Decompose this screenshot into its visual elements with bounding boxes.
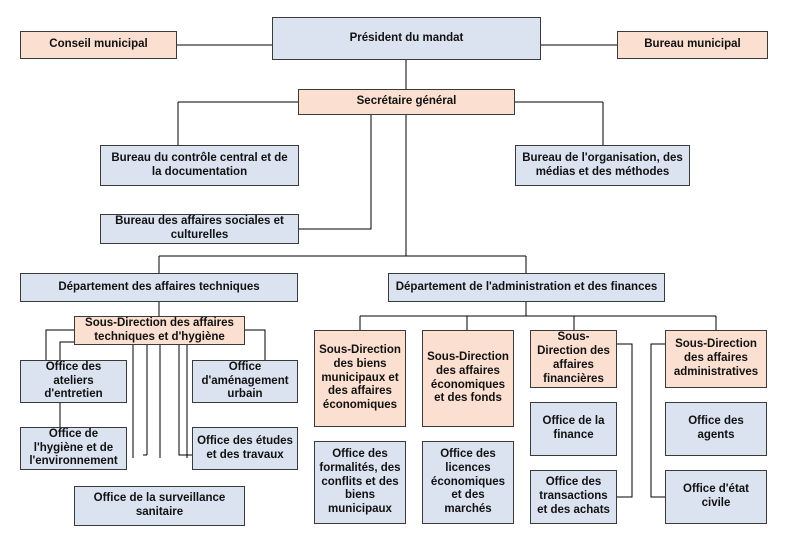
- office-amenagement-box: Office d'aménagement urbain: [192, 360, 298, 403]
- bureau-municipal-box: Bureau municipal: [617, 31, 768, 59]
- office-hygiene-label: Office de l'hygiène et de l'environnemen…: [29, 427, 118, 468]
- sd-techniques-label: Sous-Direction des affaires techniques e…: [85, 316, 234, 343]
- dept-administration-label: Département de l'administration et des f…: [395, 280, 658, 293]
- conseil-municipal-box: Conseil municipal: [20, 31, 177, 59]
- bureau-municipal-label: Bureau municipal: [644, 38, 741, 51]
- president-label: Président du mandat: [349, 31, 464, 44]
- office-licences-label: Office des licences économiques et des m…: [430, 448, 506, 516]
- secretaire-general-label: Secrétaire général: [356, 95, 457, 108]
- office-hygiene-box: Office de l'hygiène et de l'environnemen…: [20, 427, 127, 470]
- office-etudes-box: Office des études et des travaux: [192, 427, 298, 470]
- president-box: Président du mandat: [272, 17, 541, 60]
- bureau-sociales-box: Bureau des affaires sociales et culturel…: [100, 214, 299, 244]
- dept-techniques-label: Département des affaires techniques: [58, 280, 260, 293]
- office-etudes-label: Office des études et des travaux: [197, 434, 293, 461]
- sd-administratives-label: Sous-Direction des affaires administrati…: [673, 338, 759, 378]
- office-formalites-box: Office des formalités, des conflits et d…: [314, 441, 406, 524]
- secretaire-general-box: Secrétaire général: [298, 89, 515, 115]
- office-licences-box: Office des licences économiques et des m…: [422, 441, 514, 524]
- office-finance-box: Office de la finance: [530, 402, 617, 456]
- office-etat-civil-box: Office d'état civile: [665, 470, 767, 524]
- office-ateliers-box: Office des ateliers d'entretien: [20, 360, 127, 403]
- sd-economiques-box: Sous-Direction des affaires économiques …: [422, 330, 514, 427]
- dept-administration-box: Département de l'administration et des f…: [388, 273, 665, 302]
- sd-economiques-label: Sous-Direction des affaires économiques …: [427, 350, 509, 405]
- office-formalites-label: Office des formalités, des conflits et d…: [319, 448, 401, 516]
- bureau-organisation-box: Bureau de l'organisation, des médias et …: [515, 145, 690, 186]
- conseil-municipal-label: Conseil municipal: [49, 38, 148, 51]
- office-agents-box: Office des agents: [665, 402, 767, 456]
- sd-administratives-box: Sous-Direction des affaires administrati…: [665, 330, 767, 388]
- office-surveillance-label: Office de la surveillance sanitaire: [93, 492, 226, 518]
- bureau-controle-label: Bureau du contrôle central et de la docu…: [111, 151, 288, 178]
- office-transactions-label: Office des transactions et des achats: [537, 476, 610, 516]
- office-finance-label: Office de la finance: [542, 415, 605, 441]
- sd-techniques-box: Sous-Direction des affaires techniques e…: [74, 316, 245, 345]
- office-surveillance-box: Office de la surveillance sanitaire: [74, 486, 245, 526]
- sd-biens-box: Sous-Direction des biens municipaux et d…: [314, 330, 406, 427]
- office-etat-civil-label: Office d'état civile: [683, 483, 749, 509]
- sd-financieres-label: Sous-Direction des affaires financières: [537, 331, 610, 385]
- office-amenagement-label: Office d'aménagement urbain: [201, 360, 289, 401]
- bureau-sociales-label: Bureau des affaires sociales et culturel…: [115, 215, 284, 241]
- dept-techniques-box: Département des affaires techniques: [20, 273, 298, 302]
- office-agents-label: Office des agents: [688, 415, 744, 441]
- bureau-organisation-label: Bureau de l'organisation, des médias et …: [522, 151, 683, 178]
- office-ateliers-label: Office des ateliers d'entretien: [44, 360, 103, 401]
- office-transactions-box: Office des transactions et des achats: [530, 470, 617, 524]
- sd-financieres-box: Sous-Direction des affaires financières: [530, 330, 617, 388]
- bureau-controle-box: Bureau du contrôle central et de la docu…: [100, 145, 299, 186]
- sd-biens-label: Sous-Direction des biens municipaux et d…: [319, 344, 401, 412]
